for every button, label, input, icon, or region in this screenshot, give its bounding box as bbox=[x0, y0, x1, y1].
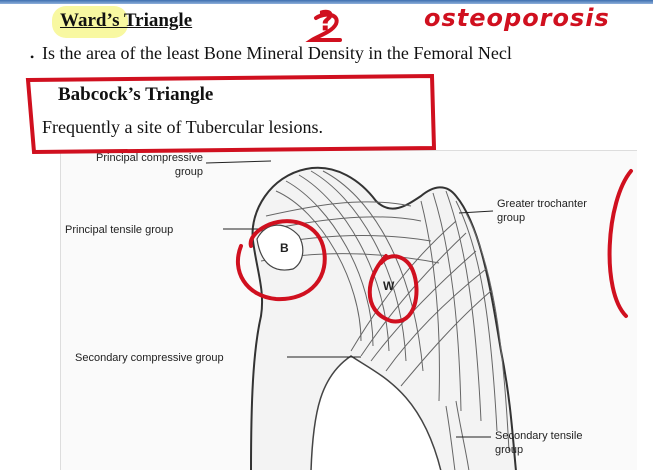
ink-overlay bbox=[0, 0, 653, 469]
